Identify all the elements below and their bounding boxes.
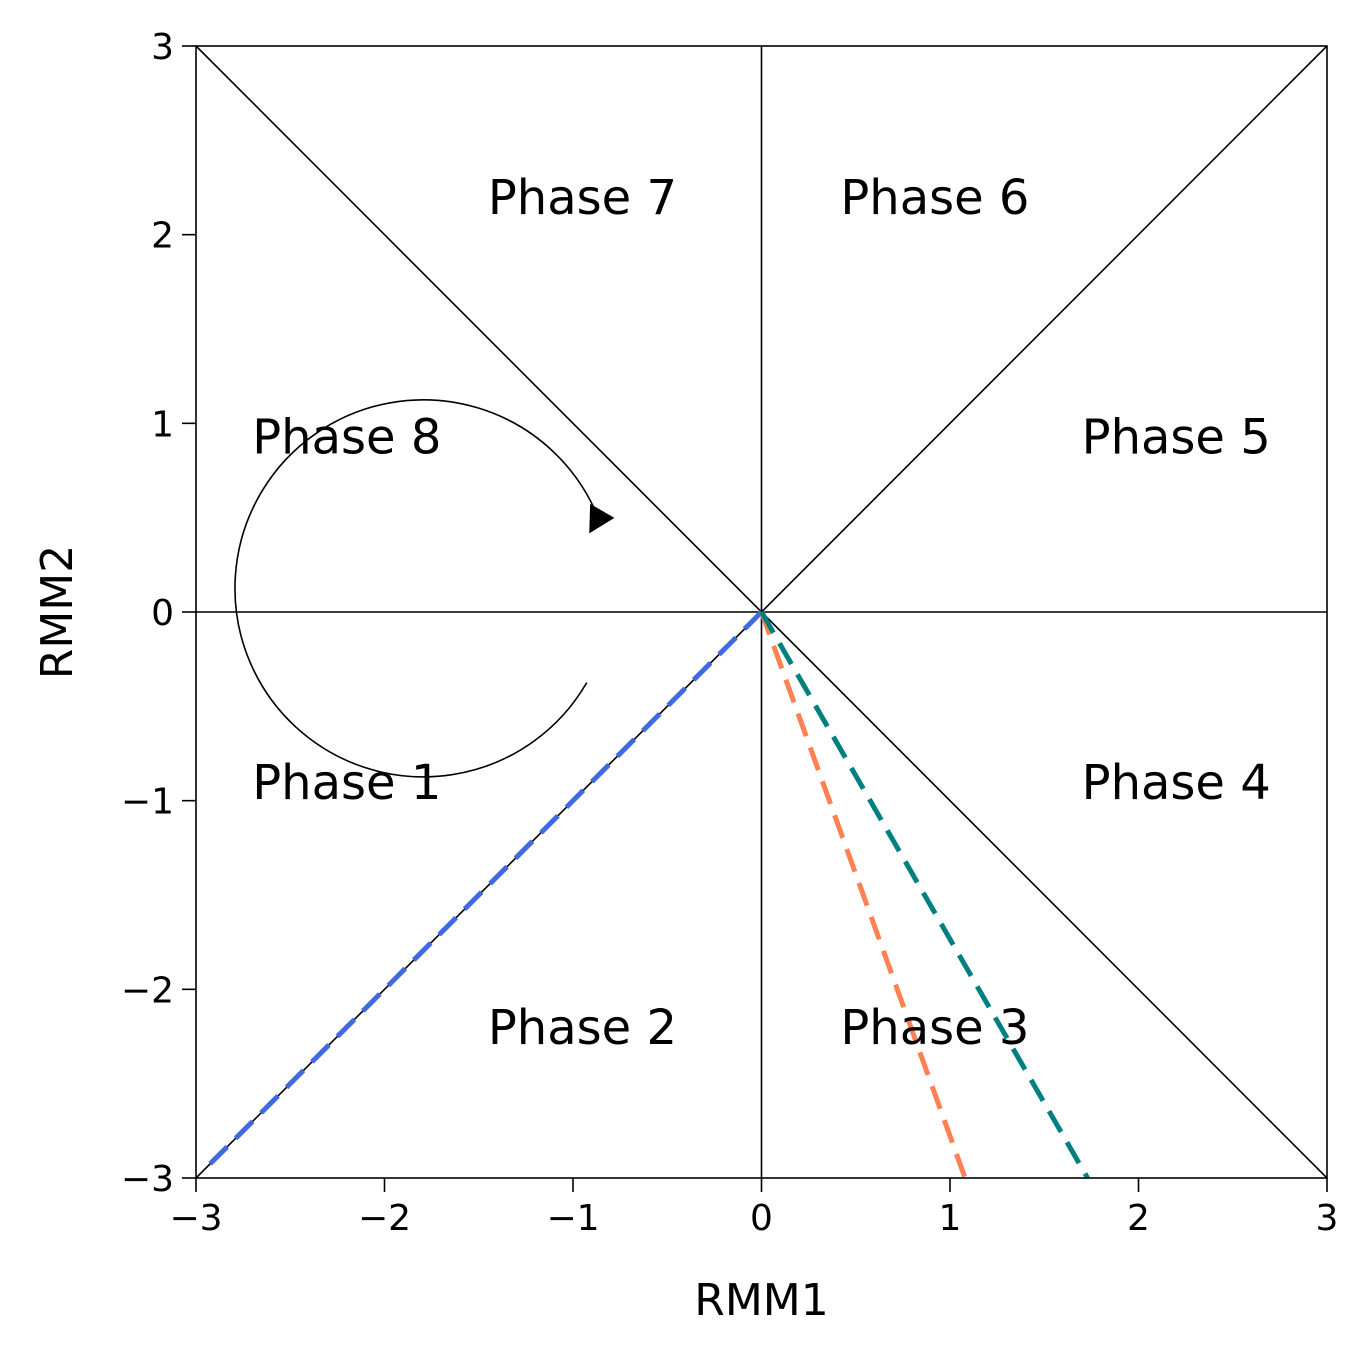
x-tick-label: 1 [939,1198,962,1239]
x-axis-label: RMM1 [694,1275,829,1326]
phase-label-7: Phase 7 [488,170,677,226]
phase-label-6: Phase 6 [840,170,1029,226]
unit-circle [234,399,599,778]
phase-label-1: Phase 1 [252,755,441,811]
y-tick-label: 2 [151,216,174,257]
y-tick-label: 0 [151,593,174,634]
y-tick-label: 1 [151,404,174,445]
rotation-arrow-icon [589,503,615,534]
y-tick-label: 3 [151,27,174,68]
unit-circle-group [234,399,615,778]
y-tick-label: −3 [121,1159,174,1200]
y-tick-label: −1 [121,782,174,823]
series-line-1 [759,611,968,1179]
x-tick-label: −2 [358,1198,411,1239]
x-tick-label: −1 [546,1198,599,1239]
x-tick-label: 2 [1127,1198,1150,1239]
phase-label-5: Phase 5 [1082,410,1271,466]
x-tick-label: −3 [169,1198,222,1239]
phase-label-2: Phase 2 [488,1000,677,1056]
x-tick-label: 3 [1316,1198,1339,1239]
series-lines [207,610,1090,1180]
y-axis-label: RMM2 [32,545,83,680]
phase-label-4: Phase 4 [1082,755,1271,811]
x-tick-label: 0 [750,1198,773,1239]
phase-label-3: Phase 3 [840,1000,1029,1056]
phase-labels: Phase 1 Phase 2 Phase 3 Phase 4 Phase 5 Phase… [252,170,1271,1056]
phase-label-8: Phase 8 [252,410,441,466]
series-line-0 [207,610,764,1167]
axis-ticks: −3 −2 −1 0 1 2 3 −3 −2 −1 0 1 2 3 [121,27,1339,1239]
y-tick-label: −2 [121,970,174,1011]
series-line-2 [759,610,1090,1180]
